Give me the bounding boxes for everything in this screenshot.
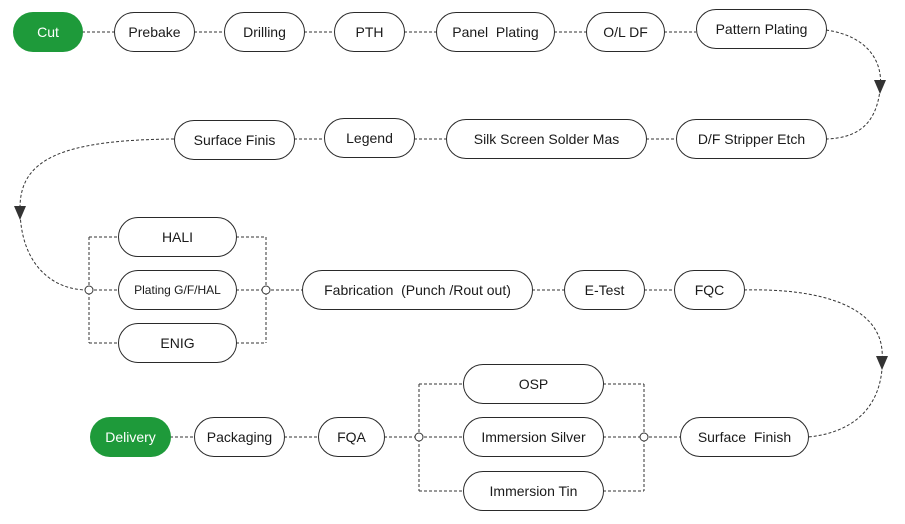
e-test-node: E-Test [564,270,645,310]
packaging-node: Packaging [194,417,285,457]
junction-left-row4 [414,432,424,442]
immersion-tin-node: Immersion Tin [463,471,604,511]
junction-right-row4 [639,432,649,442]
junction-right-row3 [261,285,271,295]
link-surface-finis-branch [19,138,175,291]
fqa-node: FQA [318,417,385,457]
arrowhead-row1-row2 [874,80,886,94]
link-fqc-surface-finish [743,289,883,438]
pth-node: PTH [334,12,405,52]
osp-node: OSP [463,364,604,404]
prebake-node: Prebake [114,12,195,52]
plating-gf-hal-node: Plating G/F/HAL [118,270,237,310]
cut-node: Cut [13,12,83,52]
surface-finis-node: Surface Finis [174,120,295,160]
pattern-plating-node: Pattern Plating [696,9,827,49]
fqc-node: FQC [674,270,745,310]
silk-screen-node: Silk Screen Solder Mas [446,119,647,159]
drilling-node: Drilling [224,12,305,52]
delivery-node: Delivery [90,417,171,457]
hali-node: HALI [118,217,237,257]
immersion-silver-node: Immersion Silver [463,417,604,457]
panel-plating-node: Panel Plating [436,12,555,52]
junction-left-row3 [84,285,94,295]
arrowhead-row2-row3 [14,206,26,220]
arrowhead-row3-row4 [876,356,888,370]
legend-node: Legend [324,118,415,158]
enig-node: ENIG [118,323,237,363]
df-stripper-etch-node: D/F Stripper Etch [676,119,827,159]
link-pattern-plating-df-stripper [825,29,882,140]
fabrication-node: Fabrication (Punch /Rout out) [302,270,533,310]
ol-df-node: O/L DF [586,12,665,52]
surface-finish-node: Surface Finish [680,417,809,457]
